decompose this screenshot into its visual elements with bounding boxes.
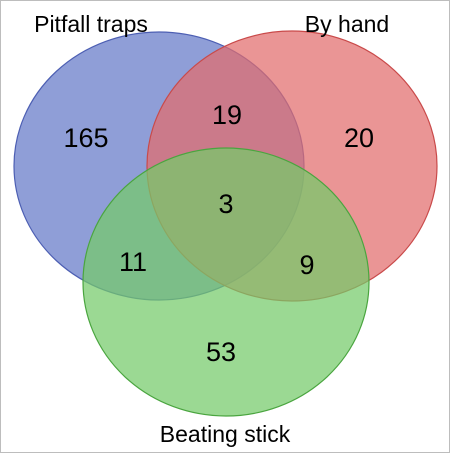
set-label-by-hand: By hand — [305, 11, 389, 37]
count-hand-stick: 9 — [299, 250, 314, 280]
count-pitfall-stick: 11 — [119, 247, 147, 277]
count-pitfall-hand: 19 — [212, 100, 242, 130]
count-stick-only: 53 — [206, 337, 236, 367]
set-label-pitfall-traps: Pitfall traps — [34, 11, 148, 37]
set-label-beating-stick: Beating stick — [160, 421, 291, 447]
count-all-three: 3 — [218, 189, 233, 219]
set-circle-beating-stick — [82, 147, 370, 417]
count-hand-only: 20 — [344, 123, 374, 153]
count-pitfall-only: 165 — [63, 123, 108, 153]
